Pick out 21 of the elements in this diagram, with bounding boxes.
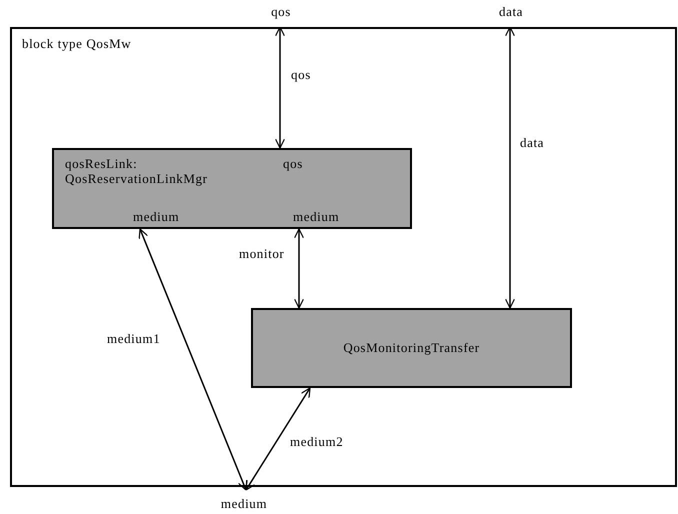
connector-arrow <box>504 26 516 309</box>
port-label: medium <box>220 496 268 511</box>
edge-label: medium1 <box>106 331 162 346</box>
port-label: medium <box>133 209 180 224</box>
connector-arrow <box>245 387 311 491</box>
block-frame <box>10 27 677 487</box>
port-label: medium <box>293 209 340 224</box>
edge-label: data <box>519 135 546 150</box>
port-label: qos <box>283 156 303 171</box>
process-block <box>52 148 412 229</box>
block-title: block type QosMw <box>22 36 132 51</box>
block-name: qosResLink: QosReservationLinkMgr <box>65 156 209 186</box>
edge-label: medium2 <box>289 434 344 449</box>
connector-arrow <box>138 228 248 491</box>
port-label: data <box>498 4 524 19</box>
block-name: QosMonitoringTransfer <box>342 340 481 355</box>
edge-label: monitor <box>238 246 286 261</box>
process-block <box>251 308 572 388</box>
port-label: qos <box>270 4 292 19</box>
connector-arrow <box>294 228 304 309</box>
connector-arrow <box>274 26 286 149</box>
